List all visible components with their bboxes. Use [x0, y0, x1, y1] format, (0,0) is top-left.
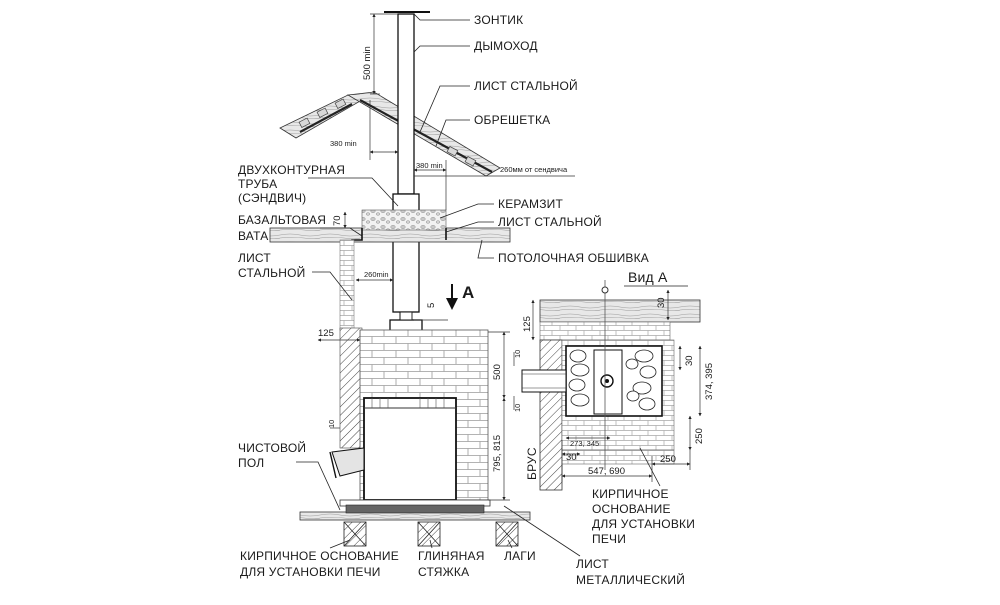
leader-lines	[296, 13, 661, 557]
va-dim-30-top: 30	[656, 297, 667, 308]
dim-70: 70	[332, 215, 343, 226]
label-brick-base-right-3: ДЛЯ УСТАНОВКИ	[592, 517, 695, 531]
ceiling	[269, 209, 511, 330]
label-sandwich-3: (СЭНДВИЧ)	[238, 191, 306, 205]
label-brick-base-right-1: КИРПИЧНОЕ	[592, 487, 669, 501]
dimension-lines	[317, 13, 575, 501]
va-dim-30-bottom: 30	[566, 452, 577, 463]
dim-795-815: 795, 815	[492, 435, 503, 472]
va-dim-250-bottom: 250	[660, 454, 676, 465]
dim-380min-left: 380 min	[330, 139, 357, 148]
dim-260-sandwich: 260мм от сендвича	[500, 165, 568, 174]
label-lathing: ОБРЕШЕТКА	[474, 113, 550, 127]
label-metal-sheet-2: МЕТАЛЛИЧЕСКИЙ	[576, 572, 685, 587]
dimension-texts: 500 min 380 min 380 min 260мм от сендвич…	[318, 46, 715, 477]
dim-10-right-b: 10	[513, 404, 522, 412]
label-clay-1: ГЛИНЯНАЯ	[418, 549, 485, 563]
labels: ЗОНТИК ДЫМОХОД ЛИСТ СТАЛЬНОЙ ОБРЕШЕТКА Д…	[238, 13, 695, 587]
dim-125: 125	[318, 328, 334, 339]
label-claydite: КЕРАМЗИТ	[498, 197, 563, 211]
label-basalt-2: ВАТА	[238, 229, 268, 243]
va-dim-250-right: 250	[694, 428, 705, 444]
floor	[299, 499, 531, 547]
label-steel-sheet-mid: ЛИСТ СТАЛЬНОЙ	[498, 214, 602, 229]
arrow-a-label: A	[462, 283, 474, 302]
label-ceiling-lining: ПОТОЛОЧНАЯ ОБШИВКА	[498, 251, 649, 265]
label-umbrella: ЗОНТИК	[474, 13, 523, 27]
view-a-section: Вид А	[513, 269, 702, 491]
label-steel-sheet-wall-2: СТАЛЬНОЙ	[238, 265, 305, 280]
stove	[329, 397, 457, 501]
dim-500: 500	[492, 364, 503, 380]
label-finish-floor-1: ЧИСТОВОЙ	[238, 440, 306, 455]
dim-10-side: 10	[327, 420, 336, 428]
label-brick-base-bottom-1: КИРПИЧНОЕ ОСНОВАНИЕ	[240, 549, 399, 563]
dim-500min: 500 min	[362, 46, 373, 80]
label-joists: ЛАГИ	[504, 549, 536, 563]
va-dim-30-right: 30	[684, 355, 695, 366]
dim-10-right-a: 10	[513, 350, 522, 358]
dim-5: 5	[426, 303, 437, 308]
label-metal-sheet-1: ЛИСТ	[576, 557, 609, 571]
label-steel-sheet-wall-1: ЛИСТ	[238, 251, 271, 265]
va-dim-374-395: 374, 395	[704, 363, 715, 400]
view-a-arrow: A	[446, 283, 474, 310]
label-brick-base-right-2: ОСНОВАНИЕ	[592, 502, 671, 516]
label-sandwich-2: ТРУБА	[238, 177, 277, 191]
label-finish-floor-2: ПОЛ	[238, 456, 264, 470]
label-chimney: ДЫМОХОД	[474, 39, 538, 53]
dim-260min: 260min	[364, 270, 389, 279]
left-wall	[339, 239, 363, 449]
stones	[568, 349, 657, 411]
roof	[279, 91, 501, 177]
view-a-title: Вид А	[628, 269, 668, 285]
va-dim-547-690: 547, 690	[588, 466, 625, 477]
label-brick-base-bottom-2: ДЛЯ УСТАНОВКИ ПЕЧИ	[240, 565, 381, 579]
label-sandwich-1: ДВУХКОНТУРНАЯ	[238, 163, 345, 177]
label-steel-sheet-top: ЛИСТ СТАЛЬНОЙ	[474, 78, 578, 93]
label-clay-2: СТЯЖКА	[418, 565, 469, 579]
va-dim-273-345: 273, 345	[570, 439, 599, 448]
label-brick-base-right-4: ПЕЧИ	[592, 532, 626, 546]
label-timber: БРУС	[525, 447, 539, 480]
label-basalt-1: БАЗАЛЬТОВАЯ	[238, 213, 326, 227]
dim-380min-right: 380 min	[416, 161, 443, 170]
va-dim-125: 125	[522, 316, 533, 332]
